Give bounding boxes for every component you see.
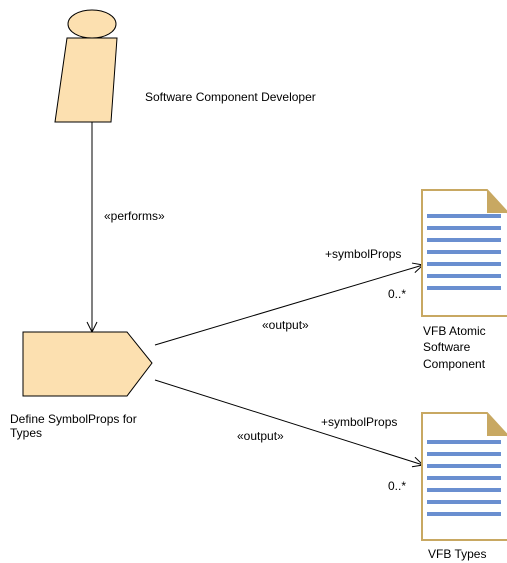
task-definition-shape[interactable] (22, 331, 153, 397)
product-2-name-label: VFB Types (428, 547, 487, 561)
work-product-vfb-types[interactable] (421, 412, 507, 541)
output-connector-2[interactable] (154, 379, 423, 465)
document-fold-icon (487, 413, 507, 436)
output-1-role-label: +symbolProps (325, 247, 402, 261)
product-1-name-line2: Software (423, 340, 471, 354)
document-lines (427, 214, 501, 290)
task-name-label-line2: Types (10, 426, 43, 440)
output-1-multiplicity-label: 0..* (388, 287, 407, 301)
output-2-role-label: +symbolProps (321, 415, 398, 429)
role-element[interactable] (54, 9, 118, 123)
worker-role-body-icon (54, 37, 118, 123)
output-2-multiplicity-label: 0..* (388, 479, 407, 493)
output-connector-1[interactable] (154, 265, 423, 346)
product-1-name-line3: Component (423, 357, 486, 371)
work-product-vfb-atomic-software-component[interactable] (421, 189, 507, 317)
product-1-name-line1: VFB Atomic (423, 324, 486, 338)
document-lines (427, 440, 501, 516)
output-1-stereotype-label: «output» (262, 318, 309, 332)
document-fold-icon (487, 190, 507, 213)
task-name-label-line1: Define SymbolProps for (10, 412, 137, 426)
worker-role-head-icon (67, 9, 117, 39)
performs-stereotype-label: «performs» (104, 209, 165, 223)
output-2-stereotype-label: «output» (237, 429, 284, 443)
role-name-label: Software Component Developer (145, 90, 316, 104)
